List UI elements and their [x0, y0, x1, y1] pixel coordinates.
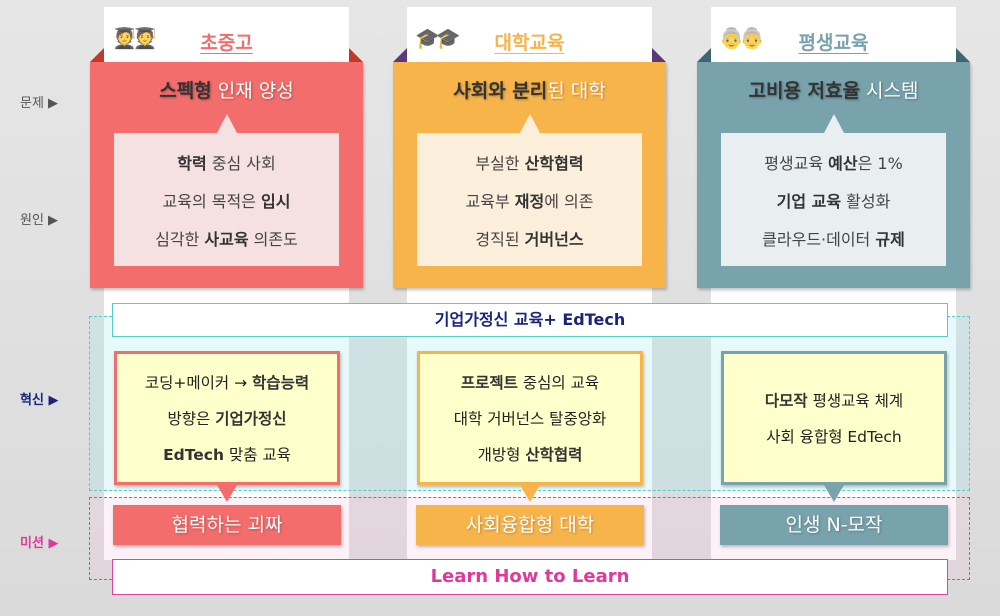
mission-bar: 인생 N-모작 — [720, 505, 948, 545]
text-segment: 평생교육 — [764, 153, 829, 173]
innovation-line: 방향은 기업가정신 — [167, 407, 286, 429]
text-segment: 기업가정신 — [215, 410, 287, 428]
innovation-line: 다모작 평생교육 체계 — [765, 389, 903, 411]
text-segment: 학습능력 — [252, 374, 310, 392]
text-segment: 맞춤 교육 — [224, 446, 291, 464]
row-label-innovation: 혁신 ▶ — [20, 393, 59, 408]
fold-left — [697, 48, 711, 62]
pointer-up — [520, 114, 540, 133]
mission-bar: 협력하는 괴짜 — [113, 505, 341, 545]
text-segment: 입시 — [261, 191, 291, 211]
cause-line: 평생교육 예산은 1% — [764, 150, 903, 174]
text-segment: 교육부 — [465, 191, 515, 211]
row-label-problem: 문제 ▶ — [20, 96, 59, 111]
mission-banner: Learn How to Learn — [112, 559, 948, 595]
graduates-icon: 🎓🎓 — [415, 26, 461, 50]
text-segment: 사교육 — [204, 229, 249, 249]
fold-right — [652, 48, 666, 62]
text-segment: 평생교육 체계 — [807, 392, 904, 410]
text-segment: 규제 — [875, 229, 905, 249]
mission-bar: 사회융합형 대학 — [416, 505, 644, 545]
problem-text: 사회와 분리된 대학 — [393, 76, 666, 103]
innovation-line: 사회 융합형 EdTech — [766, 425, 902, 447]
text-segment: EdTech — [163, 446, 225, 464]
fold-left — [90, 48, 104, 62]
innovation-line: 코딩+메이커 → 학습능력 — [145, 371, 309, 393]
fold-left — [393, 48, 407, 62]
pointer-down — [217, 485, 237, 502]
text-segment: 산학협력 — [524, 153, 584, 173]
cause-line: 경직된 거버넌스 — [475, 226, 583, 250]
fold-right — [349, 48, 363, 62]
row-label-mission: 미션 ▶ — [20, 536, 59, 551]
text-segment: 스펙형 — [159, 80, 212, 102]
text-segment: 예산 — [828, 153, 858, 173]
pointer-up — [217, 114, 237, 133]
text-segment: 된 대학 — [547, 80, 606, 102]
text-segment: 대학 거버넌스 탈중앙화 — [453, 410, 607, 428]
text-segment: 은 1% — [857, 153, 903, 173]
cause-line: 기업 교육 활성화 — [777, 188, 891, 212]
text-segment: 고비용 저효율 — [748, 80, 861, 102]
text-segment: 에 의존 — [544, 191, 594, 211]
text-segment: 사회와 분리 — [453, 80, 548, 102]
text-segment: 재정 — [514, 191, 545, 211]
text-segment: 방향은 — [167, 410, 216, 428]
problem-text: 고비용 저효율 시스템 — [697, 76, 970, 103]
innovation-line: EdTech 맞춤 교육 — [163, 443, 291, 465]
pointer-up — [824, 114, 844, 133]
text-segment: 다모작 — [764, 392, 808, 410]
seniors-icon: 👵👵 — [719, 26, 765, 50]
text-segment: 중심의 교육 — [517, 374, 600, 392]
text-segment: 사회 융합형 EdTech — [766, 428, 902, 446]
innovation-line: 개방형 산학협력 — [478, 443, 583, 465]
pointer-down — [520, 485, 540, 502]
fold-right — [956, 48, 970, 62]
text-segment: 인재 양성 — [211, 80, 294, 102]
cause-line: 클라우드·데이터 규제 — [762, 226, 905, 250]
text-segment: 코딩+메이커 → — [144, 374, 253, 392]
column-title: 대학교육 — [494, 32, 565, 54]
pointer-down — [824, 485, 844, 502]
text-segment: 프로젝트 — [460, 374, 518, 392]
text-segment: 의존도 — [248, 229, 298, 249]
column-title: 초중고 — [200, 32, 253, 54]
text-segment: 경직된 — [475, 229, 525, 249]
text-segment: 활성화 — [841, 191, 891, 211]
row-label-cause: 원인 ▶ — [20, 213, 59, 228]
cause-line: 교육부 재정에 의존 — [466, 188, 594, 212]
text-segment: 시스템 — [860, 80, 919, 102]
cause-line: 심각한 사교육 의존도 — [155, 226, 298, 250]
text-segment: 클라우드·데이터 — [762, 229, 876, 249]
text-segment: 산학협력 — [525, 446, 583, 464]
innovation-line: 대학 거버넌스 탈중앙화 — [454, 407, 606, 429]
students-icon: 🧑‍🎓🧑‍🎓 — [112, 26, 158, 50]
cause-line: 부실한 산학협력 — [475, 150, 583, 174]
text-segment: 교육의 목적은 — [162, 191, 262, 211]
text-segment: 부실한 — [475, 153, 525, 173]
text-segment: 심각한 — [155, 229, 205, 249]
text-segment: 학력 — [177, 153, 207, 173]
problem-text: 스펙형 인재 양성 — [90, 76, 363, 103]
innovation-line: 프로젝트 중심의 교육 — [461, 371, 599, 393]
column-title: 평생교육 — [798, 32, 869, 54]
text-segment: 중심 사회 — [206, 153, 276, 173]
cause-line: 교육의 목적은 입시 — [163, 188, 291, 212]
text-segment: 거버넌스 — [524, 229, 584, 249]
innovation-banner: 기업가정신 교육+ EdTech — [112, 303, 948, 337]
text-segment: 기업 교육 — [776, 191, 842, 211]
text-segment: 개방형 — [477, 446, 526, 464]
cause-line: 학력 중심 사회 — [177, 150, 276, 174]
